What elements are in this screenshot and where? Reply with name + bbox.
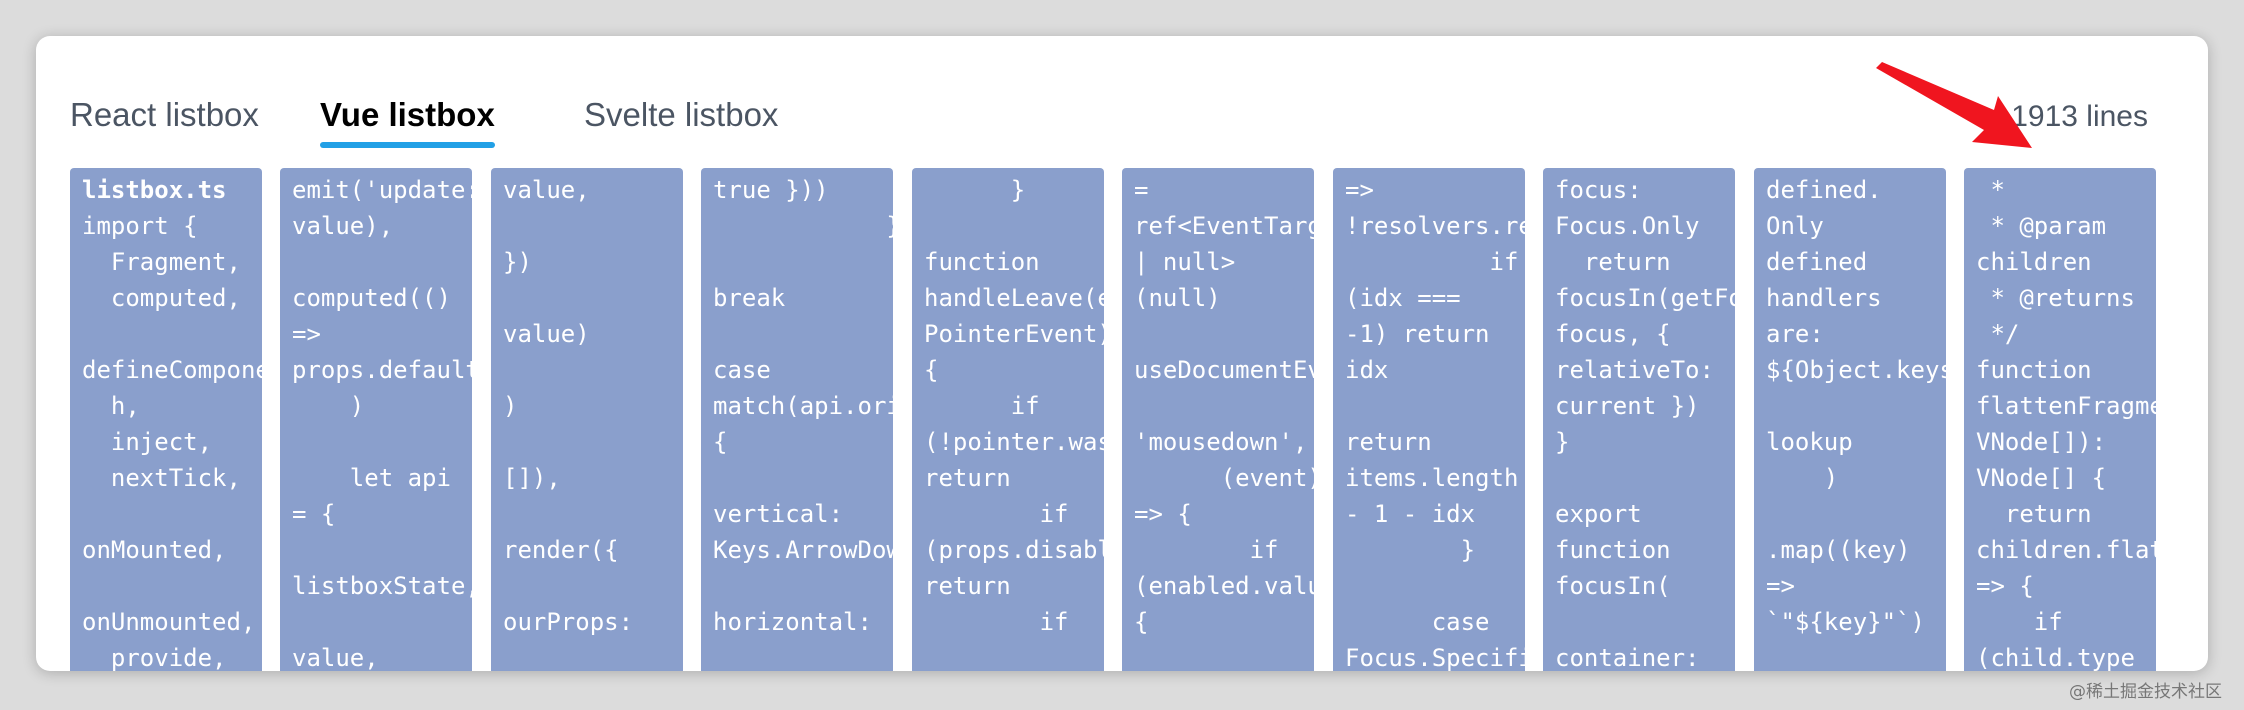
active-tab-indicator [320, 142, 495, 148]
code-lines: import { Fragment, computed, defineCompo… [82, 212, 314, 671]
code-text: emit('update:modelValue', value), comput… [292, 176, 654, 671]
tab-label: Svelte listbox [584, 96, 779, 133]
code-column: } function handleLeave(evt: PointerEvent… [912, 168, 1271, 671]
code-text: => !resolvers.resolveDisabled(item)) if … [1345, 176, 1822, 671]
tab-label: Vue listbox [320, 96, 495, 133]
tab-react-listbox[interactable]: React listbox [70, 96, 259, 134]
code-text: = ref<EventTarget | null> (null) useDocu… [1134, 176, 1380, 636]
code-text: listbox.ts import { Fragment, computed, d… [70, 168, 313, 671]
tab-label: React listbox [70, 96, 259, 133]
code-columns: listbox.ts import { Fragment, computed, d… [70, 168, 2208, 671]
line-count: 1913 lines [2011, 100, 2148, 133]
watermark: @稀土掘金技术社区 [2069, 682, 2222, 702]
code-column: defined. Only defined handlers are: ${Ob… [1754, 168, 1969, 671]
tab-vue-listbox[interactable]: Vue listbox [320, 96, 495, 148]
code-text: defined. Only defined handlers are: ${Ob… [1766, 176, 1969, 636]
red-arrow-icon [1876, 62, 2032, 148]
code-column: * * @param children * @returns */ functi… [1964, 168, 2208, 671]
code-text: value, }) value) ) : []), render({ ourPr… [503, 176, 720, 636]
file-name: listbox.ts [82, 176, 227, 204]
code-column: value, }) value) ) : []), render({ ourPr… [491, 168, 720, 671]
code-text: focus: Focus.Only return focusIn(getFocu… [1555, 176, 2003, 671]
code-column: emit('update:modelValue', value), comput… [280, 168, 654, 671]
tab-svelte-listbox[interactable]: Svelte listbox [584, 96, 778, 134]
code-column: => !resolvers.resolveDisabled(item)) if … [1333, 168, 1822, 671]
code-column: = ref<EventTarget | null> (null) useDocu… [1122, 168, 1380, 671]
code-text: true })) } break case match(api.orientat… [713, 176, 1118, 636]
code-text: * * @param children * @returns */ functi… [1976, 176, 2208, 671]
code-column: listbox.ts import { Fragment, computed, d… [70, 168, 313, 671]
code-column: focus: Focus.Only return focusIn(getFocu… [1543, 168, 2003, 671]
code-column: true })) } break case match(api.orientat… [701, 168, 1118, 671]
code-text: } function handleLeave(evt: PointerEvent… [924, 176, 1271, 636]
code-comparison-card: React listbox Vue listbox Svelte listbox… [36, 36, 2208, 671]
